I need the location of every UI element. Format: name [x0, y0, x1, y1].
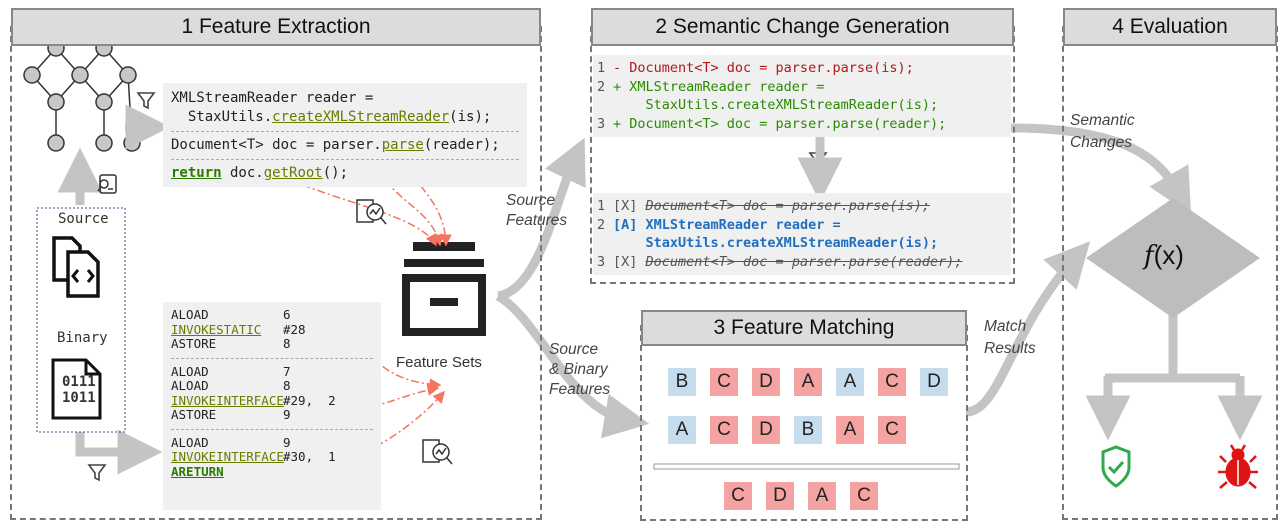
binary-file-icon: [51, 358, 102, 420]
feature-cell: D: [752, 368, 780, 396]
analysis-icon: [356, 199, 387, 225]
feature-cell: A: [836, 368, 864, 396]
safe-shield-icon: [1101, 445, 1131, 488]
feature-cell: C: [850, 482, 878, 510]
code-line: return doc.getRoot();: [171, 165, 349, 181]
feature-cell: A: [668, 416, 696, 444]
filter-icon: [87, 464, 107, 482]
semantic-change-snippet: 1[X] Document<T> doc = parser.parse(is);…: [593, 193, 1011, 275]
feature-cell: B: [668, 368, 696, 396]
diff-snippet: 1- Document<T> doc = parser.parse(is); 2…: [593, 55, 1011, 137]
bytecode-line: ARETURN: [171, 463, 224, 479]
bytecode-line: INVOKEINTERFACE#29, 2: [171, 392, 336, 408]
bytecode-line: INVOKESTATIC#28: [171, 321, 306, 337]
analysis-icon: [422, 439, 453, 465]
feature-cell: B: [794, 416, 822, 444]
code-line: Document<T> doc = parser.parse(reader);: [171, 137, 500, 153]
feature-cell: A: [808, 482, 836, 510]
flow-arrows: [495, 123, 1263, 441]
feature-cell: D: [920, 368, 948, 396]
inspect-document-icon: [97, 174, 117, 194]
divider: [171, 131, 519, 132]
feature-cell: C: [710, 368, 738, 396]
evaluation-panel: [1062, 26, 1278, 520]
feature-cell: C: [878, 368, 906, 396]
code-line: StaxUtils.createXMLStreamReader(is);: [171, 109, 492, 125]
source-code-files-icon: [52, 236, 100, 298]
match-divider: [653, 463, 960, 470]
feature-cell: C: [878, 416, 906, 444]
feature-extraction-title: 1 Feature Extraction: [11, 8, 541, 46]
vulnerability-bug-icon: [1218, 444, 1258, 489]
filter-icon: [136, 92, 156, 110]
evaluation-title: 4 Evaluation: [1063, 8, 1277, 46]
extraction-arrows: [57, 104, 171, 475]
source-label: Source: [58, 211, 109, 227]
feature-cell: D: [752, 416, 780, 444]
semantic-change-title: 2 Semantic Change Generation: [591, 8, 1014, 46]
divider: [171, 428, 373, 430]
function-label: f(x): [1144, 240, 1184, 271]
feature-matching-title: 3 Feature Matching: [641, 310, 967, 346]
feature-cell: D: [766, 482, 794, 510]
feature-cell: A: [794, 368, 822, 396]
evaluation-function-diamond: [1086, 198, 1260, 318]
feature-sets-archive-icon: [402, 242, 486, 336]
feature-cell: C: [710, 416, 738, 444]
feature-cell: C: [724, 482, 752, 510]
feature-sets-label: Feature Sets: [396, 354, 482, 371]
divider: [171, 357, 373, 359]
divider: [171, 159, 519, 160]
source-code-snippet: XMLStreamReader reader = StaxUtils.creat…: [163, 83, 527, 187]
code-line: XMLStreamReader reader =: [171, 90, 374, 106]
binary-label: Binary: [57, 330, 108, 346]
input-box: [36, 207, 126, 433]
feature-cell: A: [836, 416, 864, 444]
bytecode-line: INVOKEINTERFACE#30, 1: [171, 449, 336, 464]
